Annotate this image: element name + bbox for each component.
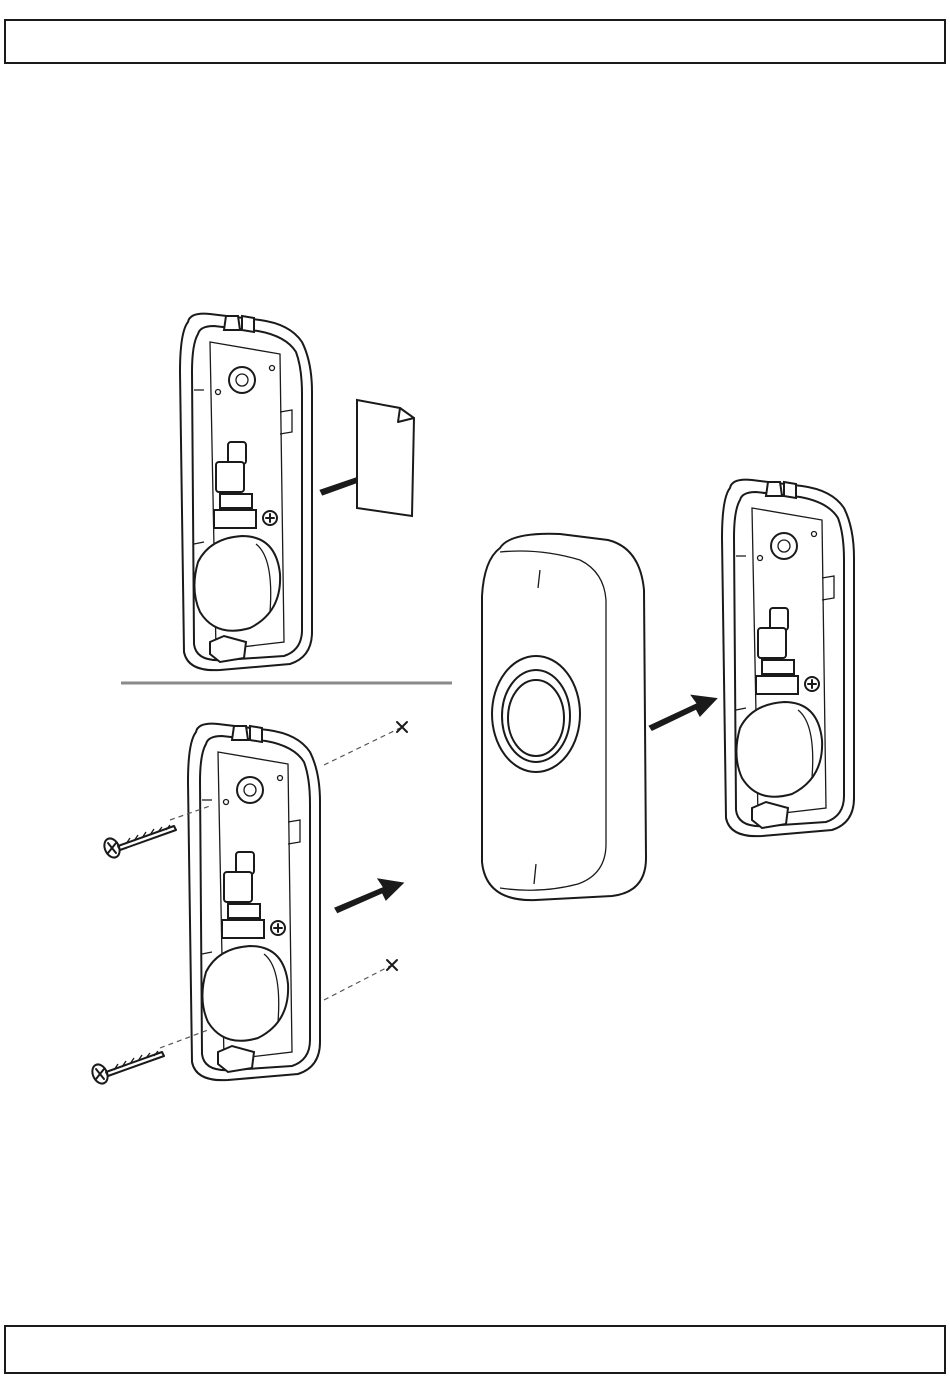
front-cover	[482, 534, 646, 900]
step-peel-adhesive	[180, 314, 414, 671]
base-plate-2	[188, 724, 320, 1081]
step-screw-mount	[89, 722, 407, 1086]
drill-mark-icon	[324, 960, 397, 1000]
base-plate-3	[722, 480, 854, 837]
adhesive-pad-icon	[357, 400, 414, 516]
footer-box	[4, 1325, 946, 1374]
screw-icon	[89, 1051, 164, 1086]
screw-icon	[101, 825, 176, 860]
arrow-icon	[330, 873, 408, 914]
base-plate-1	[180, 314, 312, 671]
drill-mark-icon	[324, 722, 407, 765]
arrow-icon	[644, 688, 722, 731]
step-attach-cover	[482, 480, 854, 900]
